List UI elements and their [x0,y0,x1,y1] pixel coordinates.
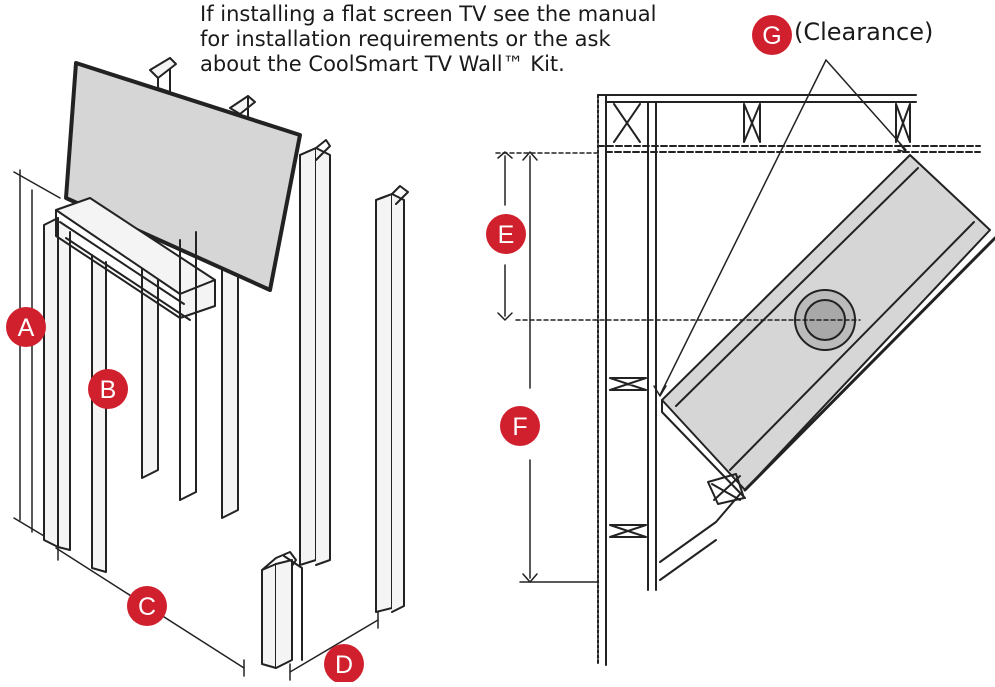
fireplace-unit [659,154,995,581]
badge-C: C [127,586,167,626]
note-line: for installation requirements or the ask [200,27,611,51]
badge-G: G [752,15,792,55]
badge-E: E [486,214,526,254]
tv-panel [64,61,302,292]
stud-far-right [375,185,409,613]
note-line: about the CoolSmart TV Wall™ Kit. [200,52,565,76]
badge-D: D [324,644,364,684]
badge-B-label: B [100,376,117,404]
note-line: If installing a flat screen TV see the m… [200,2,657,26]
badge-A: A [6,307,46,347]
dimension-lines-right [495,59,907,583]
wall-section [597,94,981,666]
badge-F-label: F [512,413,527,441]
badge-D-label: D [335,651,353,679]
badge-E-label: E [498,221,515,249]
stud-front-right-tall [299,139,331,566]
badge-G-label: G [762,22,781,50]
badge-F: F [500,406,540,446]
header-frame [43,197,216,573]
badge-B: B [88,369,128,409]
clearance-label: (Clearance) [794,18,934,46]
stud-front-short [261,551,303,669]
badge-C-label: C [138,593,156,621]
badge-A-label: A [18,314,35,342]
dimension-lines-left [13,169,379,681]
tv-install-note: If installing a flat screen TV see the m… [200,2,760,77]
